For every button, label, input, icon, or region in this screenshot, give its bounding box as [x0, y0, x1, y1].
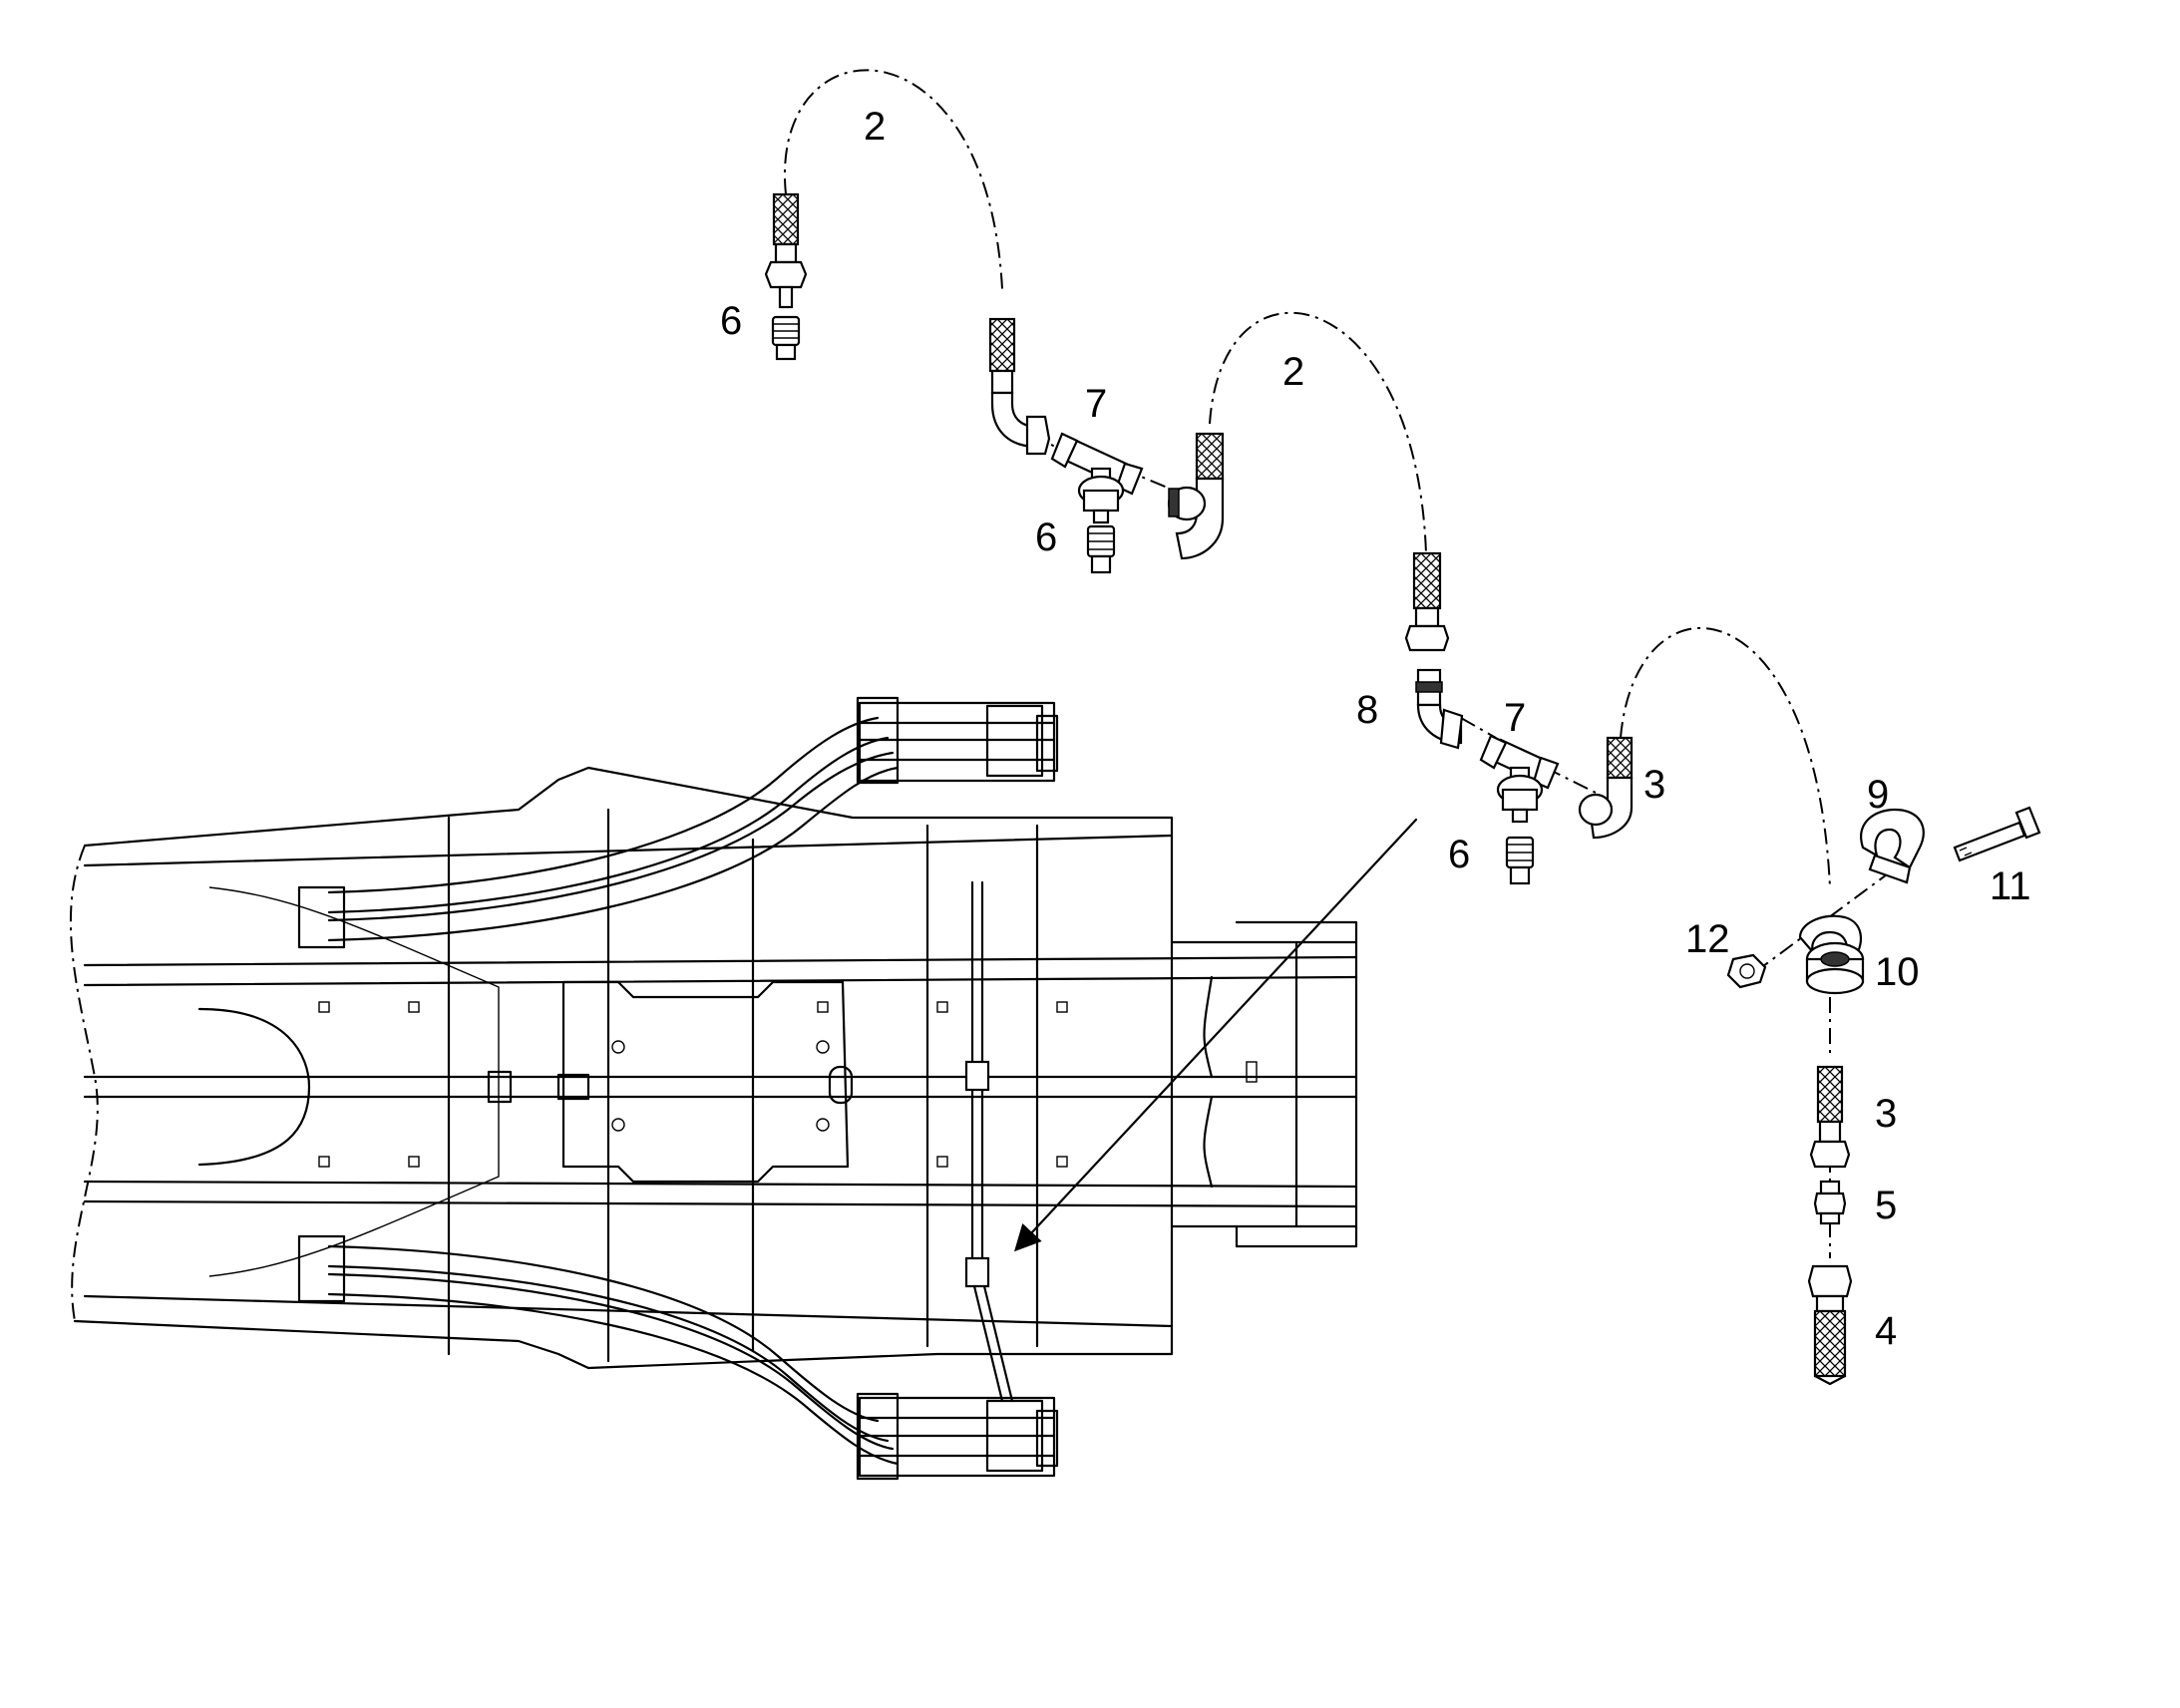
callout-3-lower: 3	[1643, 763, 1665, 807]
callout-3-right: 3	[1875, 1092, 1897, 1136]
callout-2-mid: 2	[1282, 350, 1304, 394]
callout-6-lower: 6	[1448, 833, 1470, 876]
nut-12	[1726, 953, 1767, 989]
tee-fitting-upper	[1050, 432, 1144, 574]
hose-4	[1807, 1264, 1853, 1386]
callout-6-mid: 6	[1035, 515, 1057, 559]
clamp-half-9	[1860, 808, 1925, 884]
hose-end-right	[1809, 1065, 1851, 1169]
hose-loops	[783, 69, 1911, 1258]
adapter-elbow-8	[1415, 668, 1464, 750]
callout-2-top: 2	[864, 105, 886, 149]
callout-8: 8	[1356, 688, 1378, 732]
lower-cylinder-block	[856, 1392, 1059, 1481]
callout-10: 10	[1875, 950, 1920, 994]
callout-labels: 2 6 7 2 6 8 7 3 6 9 11 12 10 3 5 4	[720, 105, 2031, 1353]
callout-11: 11	[1990, 864, 2031, 908]
tee-fitting-lower	[1479, 734, 1560, 885]
hose-end-elbow-1	[988, 317, 1051, 456]
callout-9: 9	[1867, 773, 1889, 817]
hose-end-top-left	[764, 192, 808, 361]
bolt-11	[1953, 806, 2041, 862]
adapter-5	[1813, 1180, 1847, 1225]
callout-4: 4	[1875, 1309, 1897, 1353]
callout-7-upper: 7	[1085, 382, 1107, 426]
callout-7-lower: 7	[1504, 696, 1526, 740]
hose-end-elbow-3	[1578, 736, 1634, 840]
callout-12: 12	[1685, 917, 1730, 961]
hose-end-mid	[1404, 551, 1450, 652]
frame-hoses	[297, 716, 900, 1466]
leader-arrow	[1014, 818, 1418, 1252]
upper-cylinder-block	[856, 696, 1059, 785]
clamp-half-10	[1798, 914, 1865, 995]
frame-lube-line	[964, 880, 1014, 1403]
hose-end-elbow-2	[1167, 432, 1225, 560]
callout-6-top: 6	[720, 299, 742, 343]
machine-frame	[70, 766, 1358, 1370]
callout-5: 5	[1875, 1184, 1897, 1227]
